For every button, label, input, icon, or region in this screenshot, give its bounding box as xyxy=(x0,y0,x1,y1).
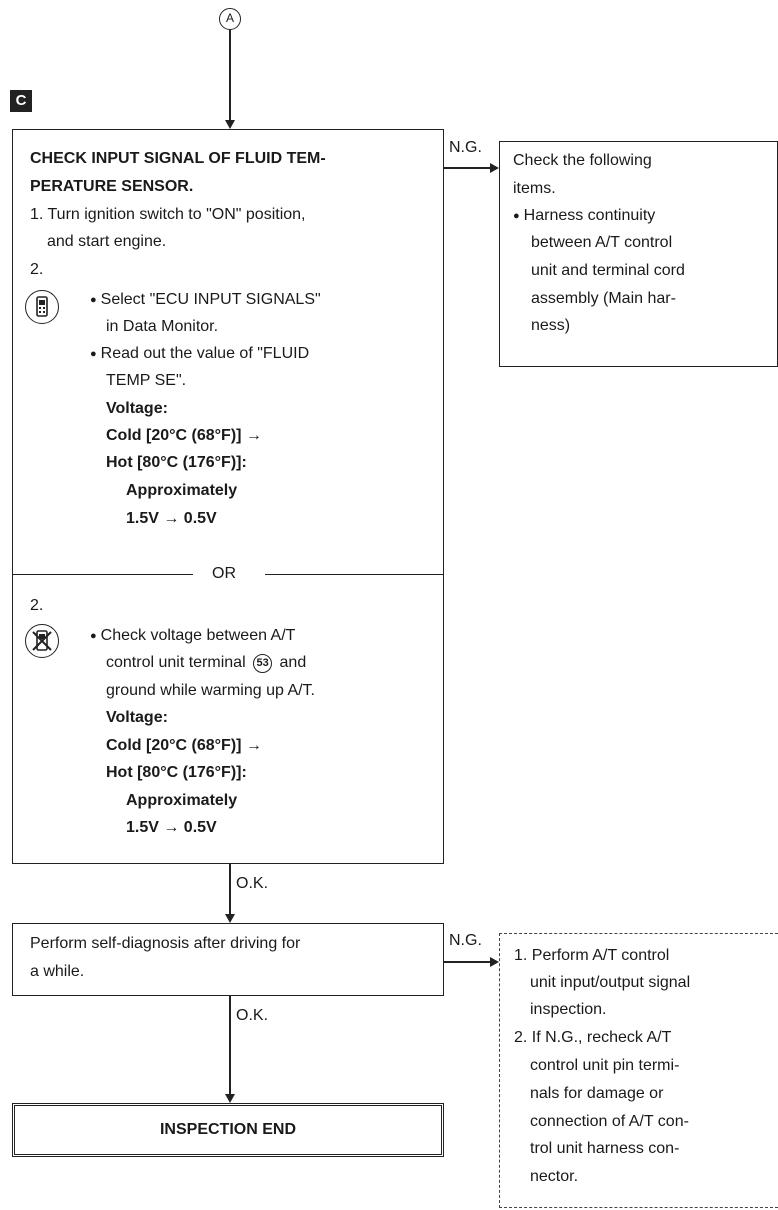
box1-hot: Hot [80°C (176°F)]: xyxy=(106,454,247,471)
ng-label-2: N.G. xyxy=(449,932,482,949)
box1-range: 1.5V → 0.5V xyxy=(126,510,217,527)
box1-bullet1-1: ●Select "ECU INPUT SIGNALS" xyxy=(90,289,321,312)
ok-arrow-1 xyxy=(225,914,235,923)
box1-bullet2-1: ●Read out the value of "FLUID xyxy=(90,343,309,366)
box1-bullet2-2: TEMP SE". xyxy=(106,372,187,389)
terminal-number-icon: 53 xyxy=(253,654,273,673)
side1-line2: items. xyxy=(513,180,556,197)
or-divider-right xyxy=(265,574,443,575)
ng-line-2 xyxy=(444,961,492,963)
side1-line1: Check the following xyxy=(513,152,652,169)
side2-line5: control unit pin termi- xyxy=(530,1057,680,1074)
side1-line3-text: Harness continuity xyxy=(523,207,656,224)
box1-step1-2: and start engine. xyxy=(47,233,167,250)
ok-line-1 xyxy=(229,864,231,916)
ok-label-2: O.K. xyxy=(236,1007,269,1024)
section-marker: C xyxy=(10,90,32,112)
box1-alt-bullet-2: control unit terminal 53 and xyxy=(106,652,306,674)
box1-bullet1-2: in Data Monitor. xyxy=(106,318,219,335)
box2-line1: Perform self-diagnosis after driving for xyxy=(30,935,301,952)
or-label: OR xyxy=(212,565,236,582)
check-items-box xyxy=(499,141,778,367)
bullet1-text-1: Select "ECU INPUT SIGNALS" xyxy=(100,291,321,308)
box1-alt-cold: Cold [20°C (68°F)] → xyxy=(106,737,262,754)
box1-step1-1: 1. Turn ignition switch to "ON" position… xyxy=(30,206,306,223)
self-diagnosis-box xyxy=(12,923,444,996)
recheck-box xyxy=(499,933,778,1208)
bullet2-text-1: Read out the value of "FLUID xyxy=(100,345,310,362)
bullet-icon: ● xyxy=(90,630,97,642)
check-fluid-temp-box xyxy=(12,129,444,864)
ng-arrow-1 xyxy=(490,163,499,173)
ok-label-1: O.K. xyxy=(236,875,269,892)
ok-arrow-2 xyxy=(225,1094,235,1103)
ng-arrow-2 xyxy=(490,957,499,967)
box1-alt-bullet-1: ●Check voltage between A/T xyxy=(90,625,295,648)
side2-line1: 1. Perform A/T control xyxy=(514,947,670,964)
box1-cold: Cold [20°C (68°F)] → xyxy=(106,427,262,444)
bullet-icon: ● xyxy=(90,294,97,306)
box1-voltage-label: Voltage: xyxy=(106,400,168,417)
box1-alt-num: 2. xyxy=(30,597,44,614)
side1-line6: assembly (Main har- xyxy=(531,290,676,307)
side1-line4: between A/T control xyxy=(531,234,673,251)
side2-line8: trol unit harness con- xyxy=(530,1140,680,1157)
side2-line3: inspection. xyxy=(530,1001,607,1018)
connector-a: A xyxy=(219,8,241,30)
inspection-end-label: INSPECTION END xyxy=(159,1121,296,1138)
side1-line5: unit and terminal cord xyxy=(531,262,685,279)
or-divider-left xyxy=(13,574,193,575)
bullet-icon: ● xyxy=(513,210,520,222)
box1-alt-voltage-label: Voltage: xyxy=(106,709,168,726)
alt-bullet-text-2-pre: control unit terminal xyxy=(106,654,246,671)
ok-line-2 xyxy=(229,996,231,1096)
box1-title-2: PERATURE SENSOR. xyxy=(30,178,194,195)
box1-approx: Approximately xyxy=(126,482,238,499)
box2-line2: a while. xyxy=(30,963,85,980)
side2-line2: unit input/output signal xyxy=(530,974,691,991)
side1-line7: ness) xyxy=(531,317,571,334)
side2-line9: nector. xyxy=(530,1168,579,1185)
side2-line7: connection of A/T con- xyxy=(530,1113,689,1130)
inspection-end-box xyxy=(12,1103,444,1157)
flow-line-top xyxy=(229,30,231,122)
ng-line-1 xyxy=(444,167,492,169)
terminal-number: 53 xyxy=(256,657,269,669)
box1-title-1: CHECK INPUT SIGNAL OF FLUID TEM- xyxy=(30,150,326,167)
box1-alt-hot: Hot [80°C (176°F)]: xyxy=(106,764,247,781)
box1-alt-approx: Approximately xyxy=(126,792,238,809)
box1-alt-range: 1.5V → 0.5V xyxy=(126,819,217,836)
alt-bullet-text-2-post: and xyxy=(279,654,307,671)
side1-line3: ●Harness continuity xyxy=(513,205,655,228)
box1-step2-num: 2. xyxy=(30,261,44,278)
box1-alt-bullet-3: ground while warming up A/T. xyxy=(106,682,315,699)
side2-line4: 2. If N.G., recheck A/T xyxy=(514,1029,672,1046)
alt-bullet-text-1: Check voltage between A/T xyxy=(100,627,296,644)
no-consult-tester-icon xyxy=(25,624,59,658)
bullet-icon: ● xyxy=(90,348,97,360)
consult-tester-icon xyxy=(25,290,59,324)
arrow-top xyxy=(225,120,235,129)
side2-line6: nals for damage or xyxy=(530,1085,664,1102)
section-marker-label: C xyxy=(15,92,27,109)
connector-a-label: A xyxy=(225,11,234,25)
ng-label-1: N.G. xyxy=(449,139,482,156)
